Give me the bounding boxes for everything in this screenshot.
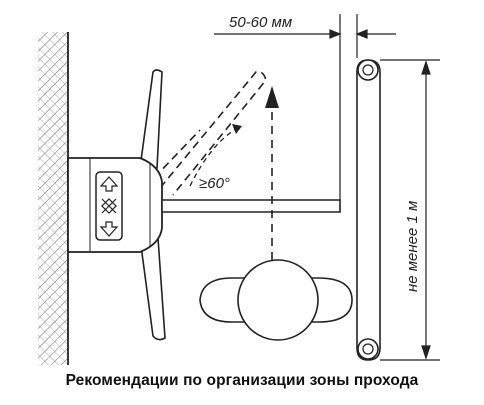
gap-label: 50-60 мм [229, 14, 292, 31]
angle-arc [189, 124, 242, 187]
wall [38, 32, 69, 365]
turnstile-arms [139, 69, 166, 341]
x-icon [101, 198, 117, 214]
width-label: не менее 1 м [404, 201, 421, 292]
direction-arrow [265, 86, 279, 260]
down-arrow-icon [99, 221, 119, 237]
rotated-arm-dashed [153, 70, 267, 196]
up-arrow-icon [99, 176, 119, 192]
person-top-view [199, 259, 353, 341]
width-dimension [380, 59, 440, 361]
railing [356, 59, 381, 361]
figure-caption: Рекомендации по организации зоны прохода [65, 372, 419, 389]
gap-dimension [214, 14, 396, 200]
horizontal-bar [161, 199, 341, 213]
turnstile-body [67, 157, 163, 253]
angle-label: ≥60° [199, 175, 230, 192]
